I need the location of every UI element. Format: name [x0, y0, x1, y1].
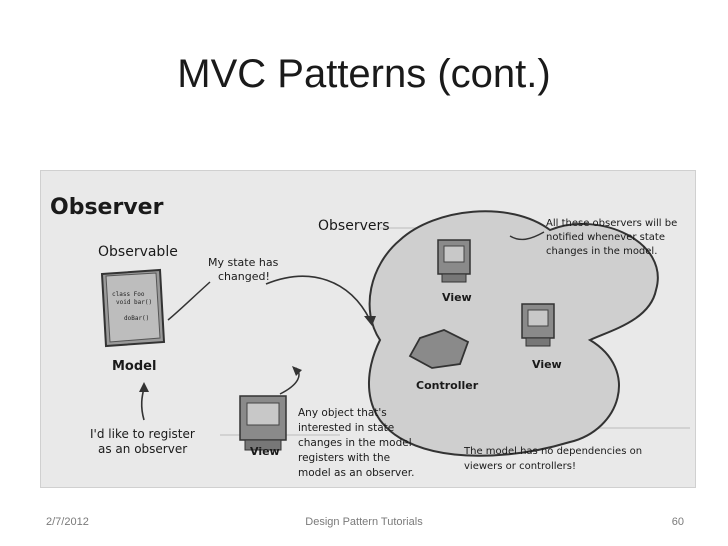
observable-label: Observable [98, 244, 178, 260]
slide-title: MVC Patterns (cont.) [177, 52, 551, 96]
diagram-heading: Observer [50, 195, 164, 220]
footer-title: Design Pattern Tutorials [305, 516, 423, 528]
state-changed-note-line-1: My state has [208, 256, 279, 269]
view-register-arrow-head [292, 366, 302, 376]
all-observers-note-line-1: All these observers will be [546, 218, 677, 229]
all-observers-note-line-2: notified whenever state [546, 232, 665, 243]
observers-label: Observers [318, 218, 390, 234]
view-label-1: View [442, 291, 472, 304]
code-line-2: void bar() [116, 299, 152, 306]
view-label-3: View [250, 445, 280, 458]
all-observers-pointer [509, 231, 545, 241]
model-document-icon: class Foo void bar() doBar() [100, 268, 166, 348]
no-dependencies-note-line-1: The model has no dependencies on [463, 446, 642, 457]
any-object-note-line-2: interested in state [298, 422, 394, 434]
register-arrow [140, 387, 145, 421]
notify-arrow-head [364, 316, 376, 326]
footer-date: 2/7/2012 [46, 516, 89, 528]
view-monitor-icon-1 [437, 239, 471, 283]
model-label: Model [112, 359, 156, 374]
controller-shape [408, 329, 470, 369]
state-changed-note-line-2: changed! [218, 270, 270, 283]
state-changed-pointer [167, 281, 211, 321]
any-object-note-line-3: changes in the model [298, 437, 412, 449]
register-note-line-1: I'd like to register [90, 427, 195, 441]
any-object-note-line-1: Any object that's [298, 407, 387, 419]
register-arrow-head [139, 382, 149, 392]
view-monitor-icon-2 [521, 303, 555, 347]
view-label-2: View [532, 358, 562, 371]
code-line-3: doBar() [124, 315, 149, 322]
observer-diagram: Observer Observable class Foo void bar()… [40, 170, 696, 488]
footer-page-number: 60 [671, 516, 684, 528]
code-line-1: class Foo [112, 291, 145, 298]
no-dependencies-note-line-2: viewers or controllers! [464, 461, 576, 472]
any-object-note-line-4: registers with the [298, 452, 390, 464]
any-object-note-line-5: model as an observer. [298, 467, 414, 479]
notify-arrow [265, 275, 371, 321]
controller-label: Controller [416, 379, 479, 392]
register-note-line-2: as an observer [98, 442, 187, 456]
view-monitor-icon-3 [239, 395, 287, 451]
all-observers-note-line-3: changes in the model. [546, 246, 657, 257]
